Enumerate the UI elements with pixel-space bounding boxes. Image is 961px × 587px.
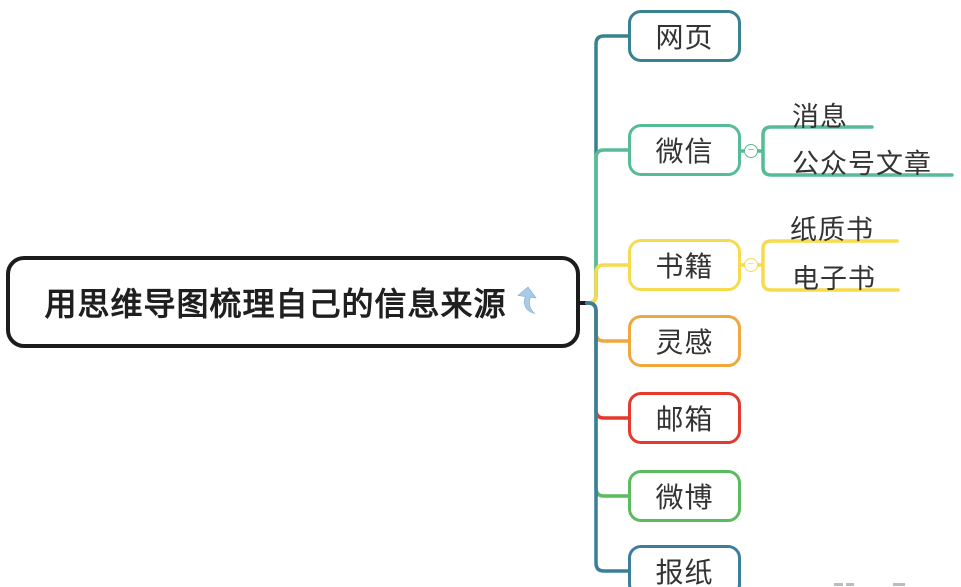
topic-inspiration[interactable]: 灵感 xyxy=(628,315,741,367)
topic-books[interactable]: 书籍 xyxy=(628,239,741,291)
topic-webpage[interactable]: 网页 xyxy=(628,10,741,62)
topic-webpage-label: 网页 xyxy=(655,22,714,53)
subtopic-ebooks[interactable]: 电子书 xyxy=(792,264,876,294)
topic-email-label: 邮箱 xyxy=(655,404,714,435)
wire-wechat xyxy=(585,148,630,305)
topic-newspaper[interactable]: 报纸 xyxy=(628,545,741,587)
central-topic[interactable]: 用思维导图梳理自己的信息来源 xyxy=(6,256,580,348)
wire-newspaper xyxy=(585,301,630,573)
topic-email[interactable]: 邮箱 xyxy=(628,392,741,444)
topic-books-label: 书籍 xyxy=(655,251,714,282)
subtopic-official-articles[interactable]: 公众号文章 xyxy=(792,149,932,179)
topic-weibo[interactable]: 微博 xyxy=(628,470,741,522)
topic-wechat[interactable]: 微信 xyxy=(628,124,741,176)
wire-books xyxy=(585,263,630,305)
collapse-badge-books[interactable]: − xyxy=(744,258,758,272)
topic-newspaper-label: 报纸 xyxy=(655,557,714,587)
topic-wechat-label: 微信 xyxy=(655,136,714,167)
subtopic-messages[interactable]: 消息 xyxy=(792,102,848,132)
wire-email xyxy=(585,301,630,420)
subtopic-paper-books[interactable]: 纸质书 xyxy=(790,215,874,245)
cutoff-artifact xyxy=(846,583,854,586)
link-arrow-icon[interactable] xyxy=(516,285,542,315)
wire-weibo xyxy=(585,301,630,498)
central-topic-label: 用思维导图梳理自己的信息来源 xyxy=(44,286,507,322)
topic-weibo-label: 微博 xyxy=(655,482,714,513)
wire-inspiration xyxy=(585,301,630,343)
collapse-badge-wechat[interactable]: − xyxy=(744,144,758,158)
cutoff-artifact xyxy=(834,583,843,586)
wire-webpage xyxy=(585,34,630,305)
topic-inspiration-label: 灵感 xyxy=(655,327,714,358)
cutoff-artifact xyxy=(893,583,905,586)
